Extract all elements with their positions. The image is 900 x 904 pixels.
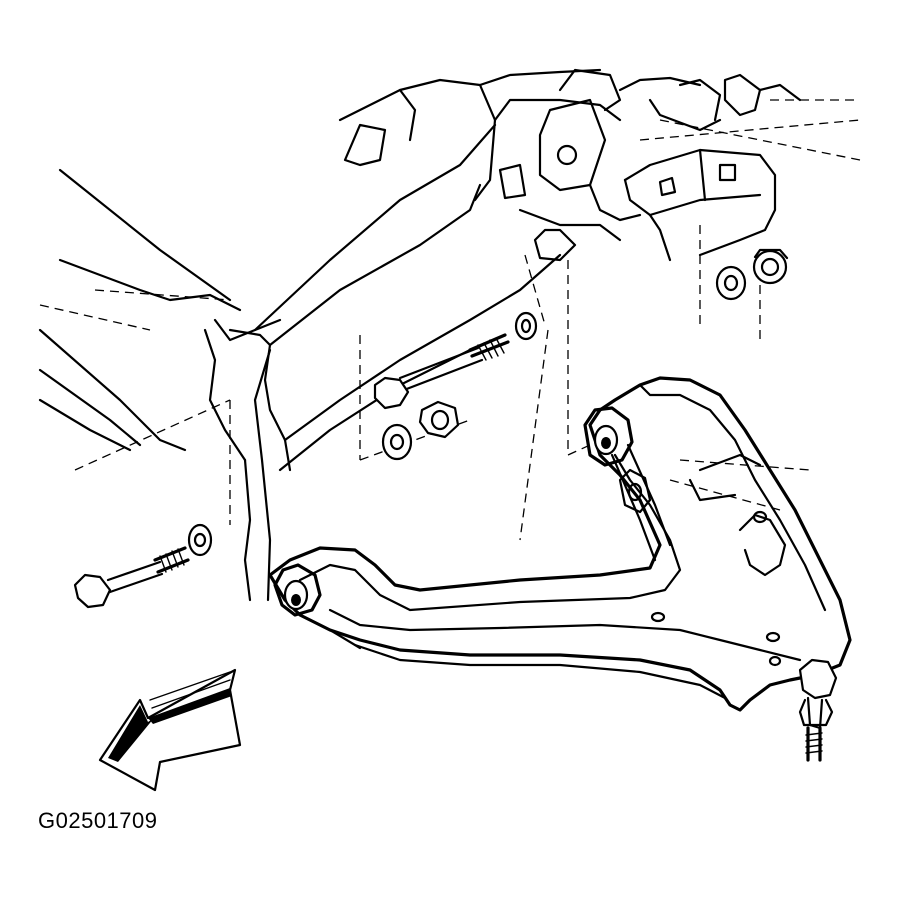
pivot-bolt-upper bbox=[373, 311, 538, 410]
rear-nut-set bbox=[715, 248, 789, 301]
control-arm bbox=[268, 376, 852, 712]
leader-lines bbox=[39, 99, 861, 541]
front-direction-arrow bbox=[98, 668, 242, 792]
figure-code-label: G02501709 bbox=[38, 808, 158, 833]
ball-joint bbox=[798, 658, 838, 762]
cam-nut-set bbox=[381, 400, 460, 461]
frame-rail bbox=[38, 68, 802, 602]
crossmember-bracket bbox=[623, 148, 777, 262]
pivot-bolt-lower bbox=[73, 523, 213, 609]
